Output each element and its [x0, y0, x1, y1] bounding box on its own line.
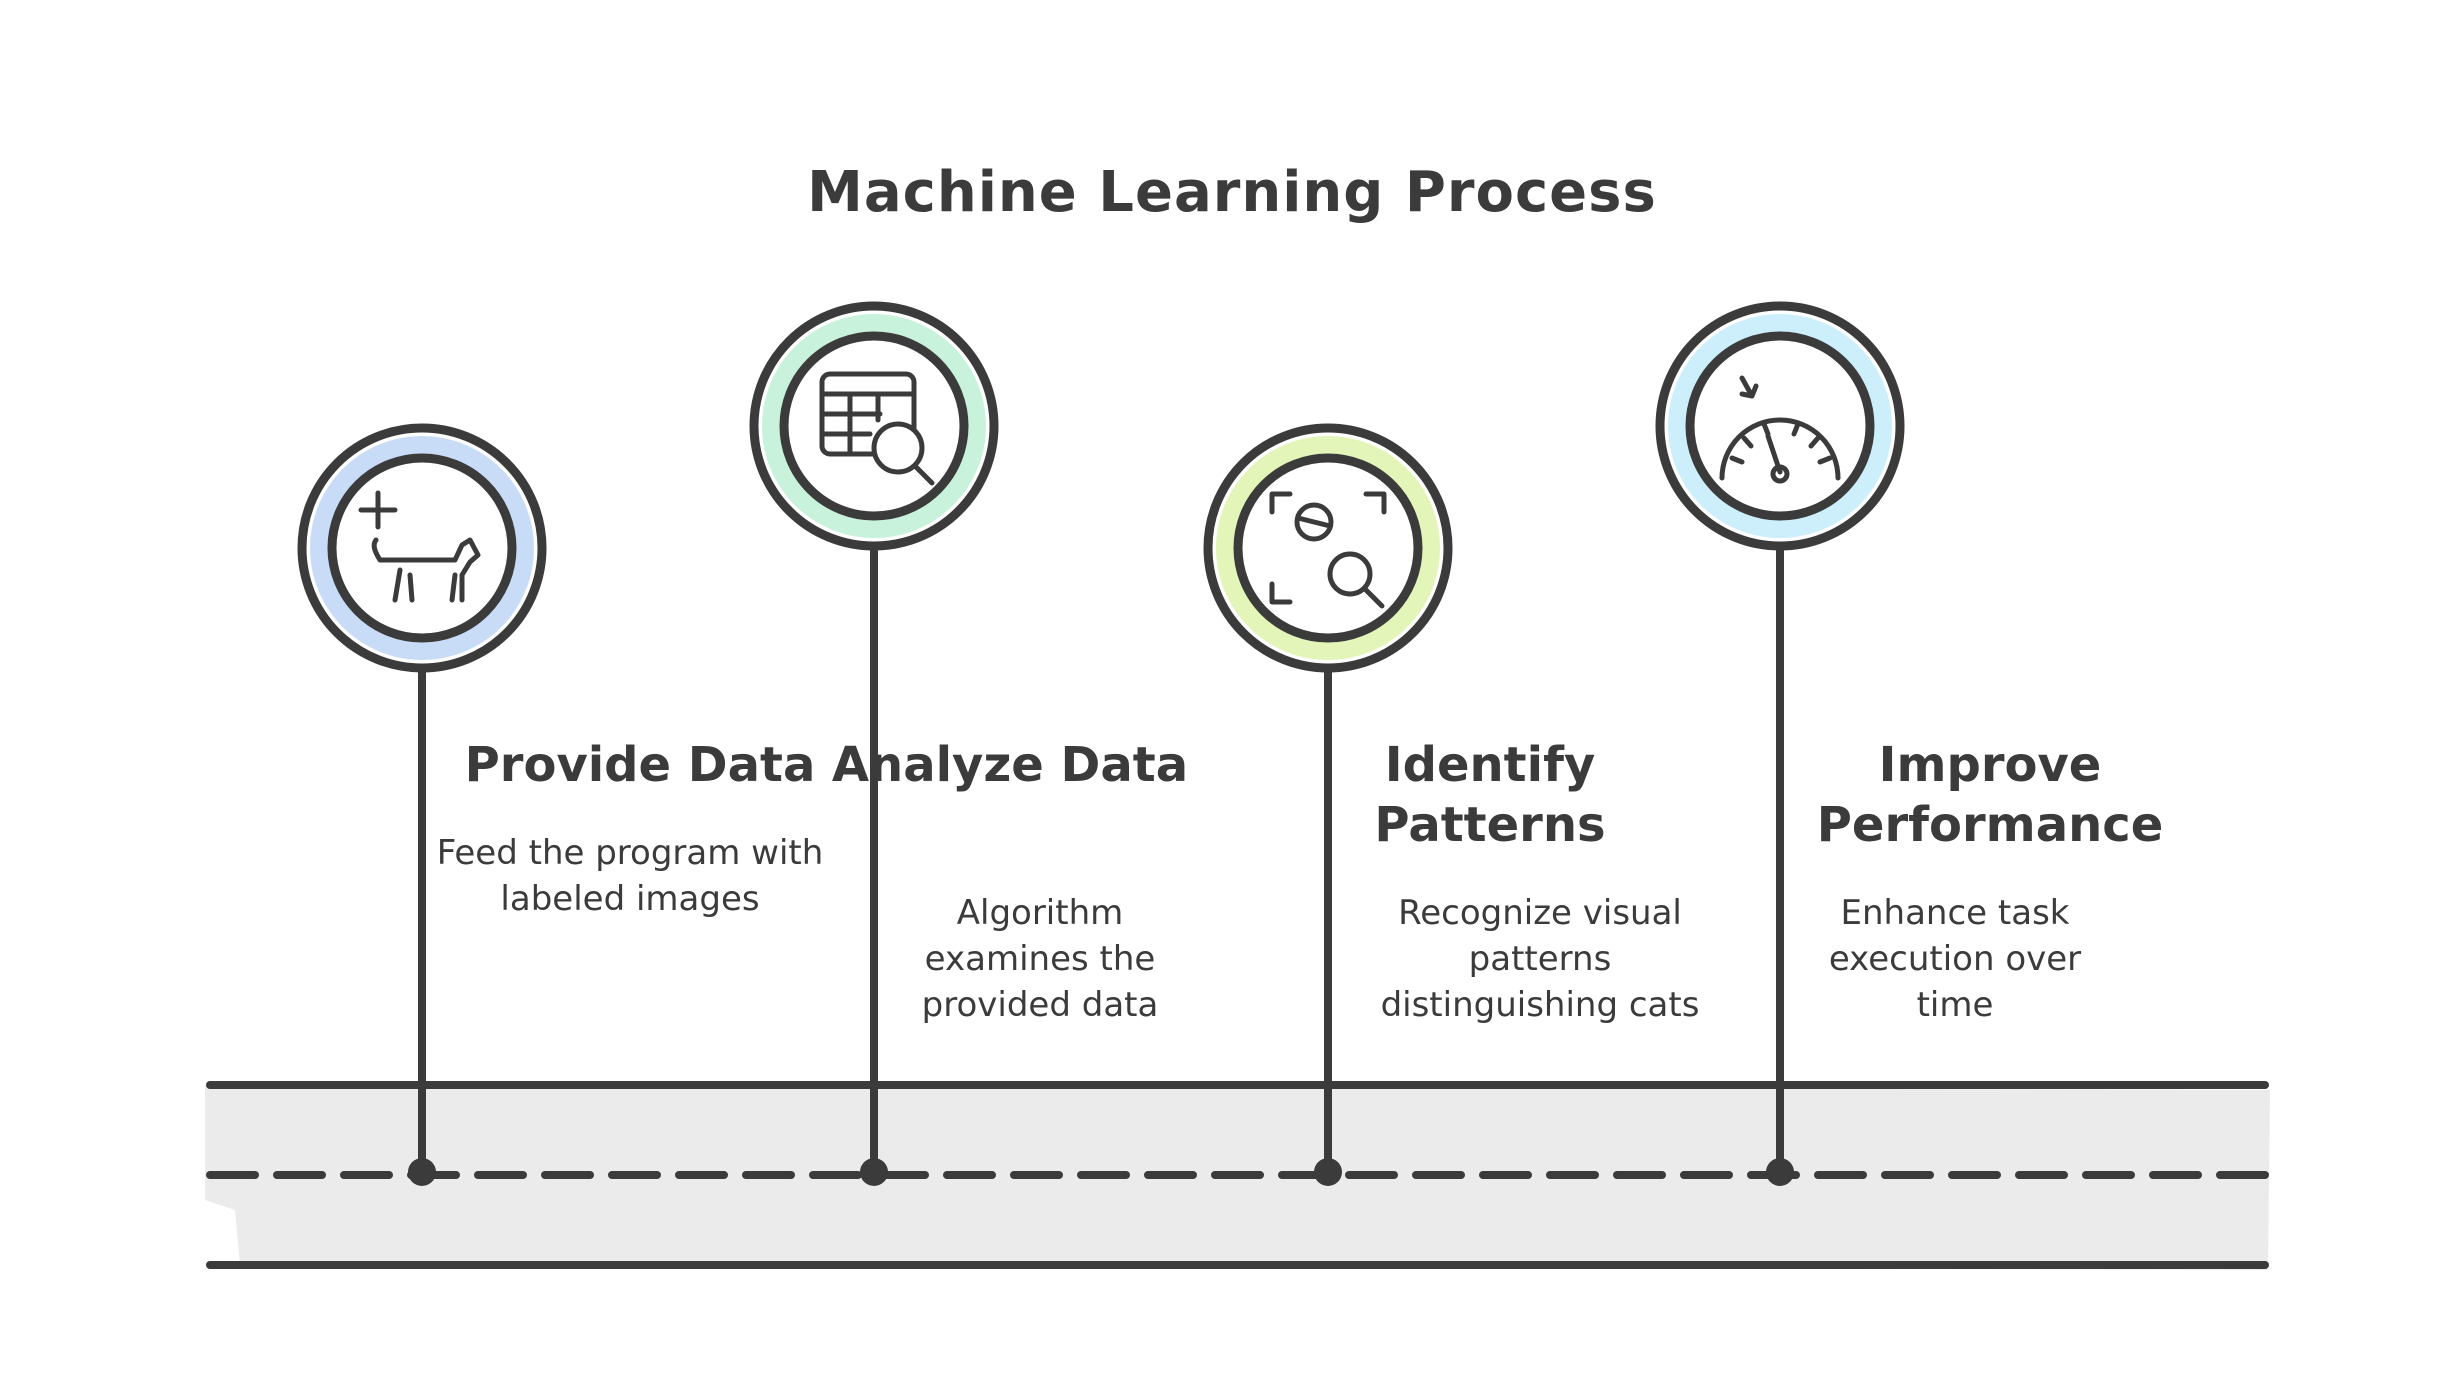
step-1-marker: [297, 423, 547, 1186]
step-4-inner-ring: [1685, 331, 1875, 521]
step-4-marker: [1655, 301, 1905, 1186]
step-4-title: Improve Performance: [1816, 737, 2164, 853]
pattern-scan-icon: [1269, 491, 1387, 609]
step-4-description: Enhance task execution over time: [1828, 893, 2082, 1025]
step-3-dot: [1314, 1158, 1342, 1186]
step-3-title: Identify Patterns: [1374, 737, 1606, 853]
step-4-outer-ring: [1655, 301, 1905, 551]
speedometer-icon: [1719, 375, 1841, 484]
step-1-dot: [408, 1158, 436, 1186]
step-1-outer-ring: [297, 423, 547, 673]
step-2-description: Algorithm examines the provided data: [921, 893, 1159, 1025]
step-2-outer-ring: [749, 301, 999, 551]
table-search-icon: [819, 371, 935, 486]
timeline-track: [205, 1081, 2270, 1270]
dog-plus-icon: [358, 490, 481, 603]
step-1-title: Provide Data: [464, 737, 816, 793]
diagram-title: Machine Learning Process: [807, 160, 1657, 225]
step-4-dot: [1766, 1158, 1794, 1186]
step-2-inner-ring: [779, 331, 969, 521]
step-3-outer-ring: [1203, 423, 1453, 673]
step-1-inner-ring: [327, 453, 517, 643]
step-3-inner-ring: [1233, 453, 1423, 643]
step-3-description: Recognize visual patterns distinguishing…: [1380, 893, 1700, 1025]
step-2-dot: [860, 1158, 888, 1186]
step-3-marker: [1203, 423, 1453, 1186]
step-2-marker: [749, 301, 999, 1186]
step-2-title: Analyze Data: [831, 737, 1189, 793]
step-1-description: Feed the program with labeled images: [436, 833, 824, 919]
